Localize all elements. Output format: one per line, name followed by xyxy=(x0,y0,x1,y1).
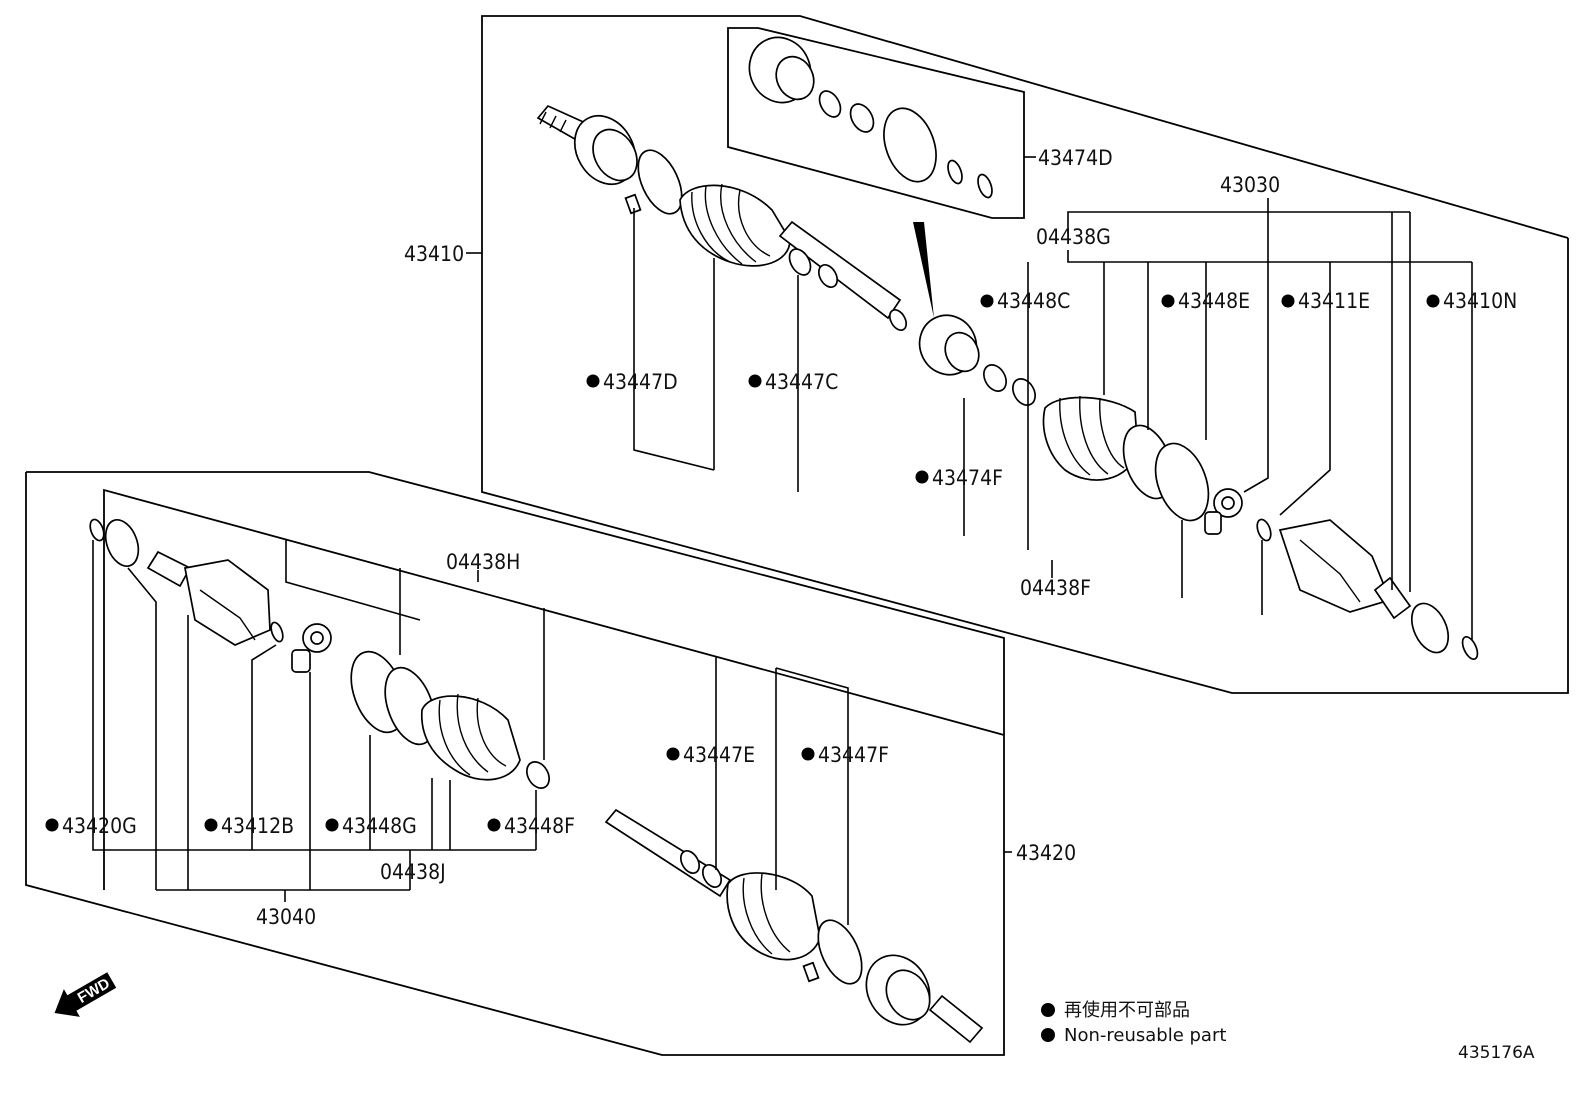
inner-kit-drawing xyxy=(748,36,993,199)
bullet-43412B xyxy=(204,818,218,832)
callout-43420G: 43420G xyxy=(62,814,137,838)
callout-43410: 43410 xyxy=(404,242,464,266)
callout-43447D: 43447D xyxy=(603,370,678,394)
legend: 再使用不可部品 Non-reusable part xyxy=(1041,1000,1226,1046)
lower-assembly-frame xyxy=(25,471,1005,1056)
legend-text-japanese: 再使用不可部品 xyxy=(1064,1000,1190,1021)
callout-04438G: 04438G xyxy=(1036,225,1111,249)
callout-43412B: 43412B xyxy=(221,814,294,838)
non-reusable-bullets xyxy=(45,294,1440,832)
inner-kit-frame xyxy=(727,27,1025,219)
bullet-43448E xyxy=(1161,294,1175,308)
bullet-43411E xyxy=(1281,294,1295,308)
upper-assembly-frame xyxy=(481,15,1569,694)
callout-43410N: 43410N xyxy=(1443,289,1517,313)
callout-43411E: 43411E xyxy=(1298,289,1370,313)
callout-43447F: 43447F xyxy=(818,743,889,767)
bullet-43410N xyxy=(1426,294,1440,308)
bullet-43447C xyxy=(748,374,762,388)
legend-text-english: Non-reusable part xyxy=(1064,1025,1226,1046)
callout-04438H: 04438H xyxy=(446,550,520,574)
callout-43448C: 43448C xyxy=(997,289,1070,313)
callout-04438F: 04438F xyxy=(1020,576,1091,600)
callout-43030: 43030 xyxy=(1220,173,1280,197)
bullet-43474F xyxy=(915,470,929,484)
upper-shaft-drawing xyxy=(536,104,1479,661)
lower-inner-kit-frame xyxy=(103,488,1005,890)
callout-43420: 43420 xyxy=(1016,841,1076,865)
bullet-43448G xyxy=(325,818,339,832)
legend-bullet-1 xyxy=(1041,1003,1055,1017)
fwd-arrow: FWD xyxy=(54,972,117,1017)
bullet-43448C xyxy=(980,294,994,308)
bullet-43447D xyxy=(586,374,600,388)
callout-43474F: 43474F xyxy=(932,466,1003,490)
callout-labels: 43474D 43030 04438G 43410 43448C 43448E … xyxy=(62,146,1517,929)
bullet-43447E xyxy=(666,747,680,761)
bullet-43447F xyxy=(801,747,815,761)
leader-lines xyxy=(92,156,1473,925)
callout-43448E: 43448E xyxy=(1178,289,1250,313)
callout-43448G: 43448G xyxy=(342,814,417,838)
callout-43448F: 43448F xyxy=(504,814,575,838)
diagram-id: 435176A xyxy=(1458,1043,1535,1063)
callout-04438J: 04438J xyxy=(380,860,446,884)
bullet-43420G xyxy=(45,818,59,832)
legend-bullet-2 xyxy=(1041,1028,1055,1042)
callout-43447C: 43447C xyxy=(765,370,838,394)
bullet-43448F xyxy=(487,818,501,832)
callout-43474D: 43474D xyxy=(1038,146,1113,170)
callout-43040: 43040 xyxy=(256,905,316,929)
callout-43447E: 43447E xyxy=(683,743,755,767)
lower-shaft-drawing xyxy=(89,518,984,1044)
